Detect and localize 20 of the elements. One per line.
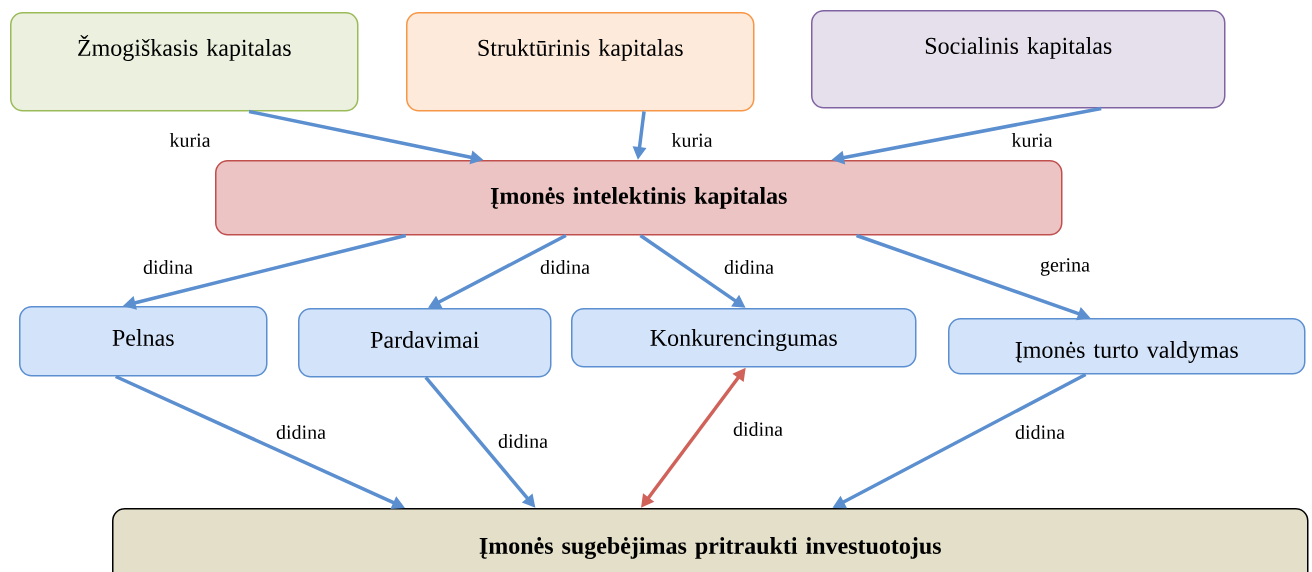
edge-label: didina	[1014, 423, 1066, 440]
result-box: Konkurencingumas	[571, 308, 917, 368]
capital-box: Socialinis kapitalas	[811, 10, 1226, 109]
edge-label: didina	[142, 258, 194, 275]
result-box: Įmonės turto valdymas	[948, 318, 1306, 375]
capital-box: Struktūrinis kapitalas	[406, 12, 755, 112]
capital-box: Žmogiškasis kapitalas	[10, 12, 359, 112]
edge-label: didina	[732, 420, 784, 437]
edge-label: didina	[497, 432, 549, 449]
edge-label: kuria	[1010, 131, 1054, 149]
edge-label: didina	[539, 258, 591, 275]
edge-label: kuria	[168, 131, 212, 149]
result-box: Pelnas	[19, 306, 268, 377]
central-box: Įmonės intelektinis kapitalas	[215, 160, 1063, 236]
edge-label: gerina	[1039, 257, 1091, 277]
outcome-box: Įmonės sugebėjimas pritraukti investuotojus	[112, 508, 1309, 572]
result-box: Pardavimai	[298, 308, 552, 378]
edge-label: kuria	[670, 131, 714, 149]
edge-label: didina	[275, 423, 327, 440]
edge-label: didina	[723, 258, 775, 275]
